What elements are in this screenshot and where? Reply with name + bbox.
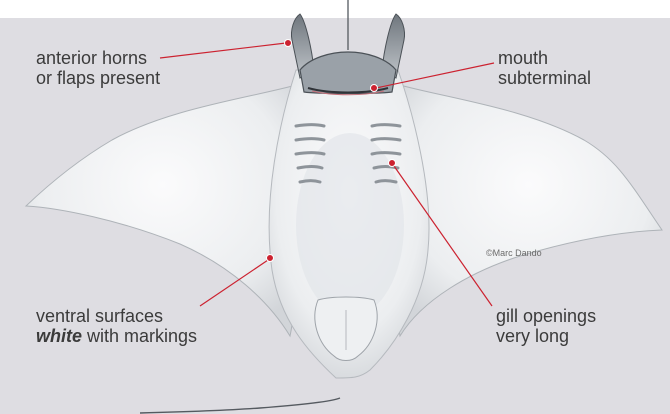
label-ventral-surfaces-line-2: white with markings	[36, 326, 197, 346]
label-gill-openings: gill openings very long	[496, 306, 596, 346]
label-anterior-horns-line-2: or flaps present	[36, 68, 160, 88]
label-anterior-horns-line-1: anterior horns	[36, 48, 160, 68]
label-anterior-horns: anterior horns or flaps present	[36, 48, 160, 88]
label-ventral-emphasis: white	[36, 326, 82, 346]
right-gill-slit-5	[376, 181, 396, 183]
label-gill-openings-line-1: gill openings	[496, 306, 596, 326]
leader-dot-ventral	[267, 255, 274, 262]
right-gill-slit-2	[372, 139, 400, 141]
label-gill-openings-line-2: very long	[496, 326, 596, 346]
label-mouth-line-1: mouth	[498, 48, 591, 68]
right-pectoral-fin	[395, 84, 662, 336]
label-ventral-rest: with markings	[82, 326, 197, 346]
right-gill-slit-1	[372, 125, 400, 127]
illustration-credit: ©Marc Dando	[486, 248, 542, 258]
leader-dot-anterior-horns	[285, 40, 292, 47]
left-gill-slit-2	[296, 139, 324, 141]
left-gill-slit-3	[296, 153, 324, 155]
label-ventral-surfaces-line-1: ventral surfaces	[36, 306, 197, 326]
leader-dot-mouth	[371, 85, 378, 92]
label-ventral-surfaces: ventral surfaces white with markings	[36, 306, 197, 346]
left-pectoral-fin	[26, 84, 300, 336]
leader-line-anterior-horns	[160, 43, 286, 58]
leader-dot-gill	[389, 160, 396, 167]
left-gill-slit-5	[300, 181, 320, 183]
tail	[140, 398, 340, 413]
left-gill-slit-1	[296, 125, 324, 127]
ventral-marking	[296, 133, 404, 317]
label-mouth: mouth subterminal	[498, 48, 591, 88]
right-gill-slit-3	[372, 153, 400, 155]
label-mouth-line-2: subterminal	[498, 68, 591, 88]
left-gill-slit-4	[298, 167, 322, 169]
